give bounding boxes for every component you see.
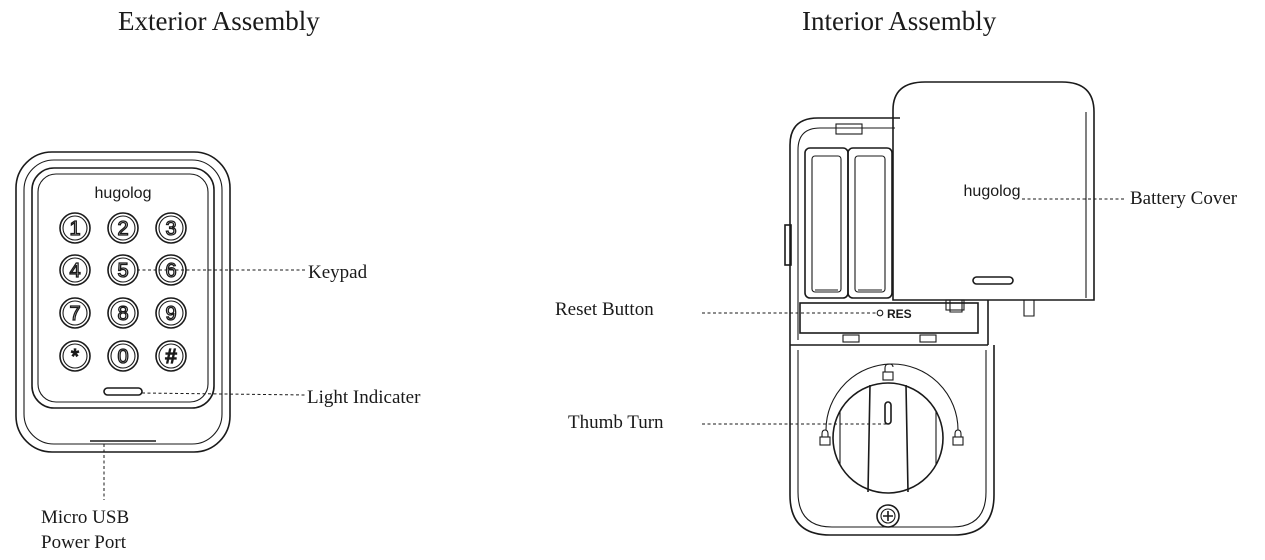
keypad-key-label: 2: [117, 218, 128, 240]
keypad-key[interactable]: 8: [107, 297, 139, 329]
unlock-icon: [882, 363, 894, 381]
exterior-assembly-title: Exterior Assembly: [118, 6, 320, 36]
interior-assembly-title: Interior Assembly: [802, 6, 997, 36]
keypad-key[interactable]: 2: [107, 212, 139, 244]
lock-left-icon: [819, 429, 831, 446]
keypad-key[interactable]: *: [59, 340, 91, 372]
keypad-key-label: 9: [165, 303, 176, 325]
battery-housing-outline: [789, 117, 900, 345]
reset-button[interactable]: [876, 309, 884, 317]
reset-button-label: Reset Button: [555, 299, 654, 320]
side-tab: [784, 224, 792, 266]
cover-release-slot: [972, 276, 1014, 285]
thumb-turn-arc: [825, 363, 959, 431]
thumb-turn-dial[interactable]: [832, 382, 944, 494]
divider-tab-left: [842, 334, 860, 343]
light-indicator-leader-line: [141, 392, 307, 396]
battery-cover[interactable]: [892, 81, 1095, 301]
light-indicator-label: Light Indicater: [307, 387, 421, 408]
keypad-key[interactable]: 5: [107, 254, 139, 286]
keypad-key[interactable]: 1: [59, 212, 91, 244]
keypad-label: Keypad: [308, 262, 368, 283]
thumb-turn-label: Thumb Turn: [568, 412, 664, 433]
exterior-outer-housing: [15, 151, 231, 453]
keypad-face-panel: [31, 167, 215, 409]
keypad-key-label: 7: [69, 303, 80, 325]
reset-marking: RES: [887, 307, 912, 321]
keypad-key-label: 0: [117, 346, 128, 368]
thumb-turn-indicator: [884, 401, 892, 425]
keypad-key-label: 3: [165, 218, 176, 240]
battery-housing-inner-wall: [797, 127, 895, 340]
battery-cover-label: Battery Cover: [1130, 188, 1238, 209]
battery-cell-right-inner: [854, 155, 886, 293]
keypad-brand-logo: hugolog: [95, 185, 152, 202]
reset-strip: [799, 302, 979, 334]
exterior-housing-bevel: [23, 159, 223, 445]
keypad-key[interactable]: 9: [155, 297, 187, 329]
exterior-keypad-unit: hugolog 1 2 3 4 5 6 7 8 9 * 0 #: [15, 151, 231, 453]
keypad-key[interactable]: 7: [59, 297, 91, 329]
keypad-key[interactable]: 0: [107, 340, 139, 372]
cover-latch-left: [949, 300, 963, 313]
keypad-face-inner: [37, 173, 209, 403]
battery-clip: [835, 123, 863, 135]
keypad-key-label: *: [71, 346, 79, 368]
battery-cell-left-inner: [811, 155, 842, 293]
interior-lower-body-bevel: [797, 350, 987, 528]
keypad-key-label: #: [165, 346, 177, 368]
interior-lower-body: [789, 345, 995, 536]
usb-port-label-line1: Micro USB: [41, 507, 130, 528]
keypad-key-label: 5: [117, 260, 128, 282]
keypad-key-label: 1: [69, 218, 80, 240]
keypad-key-label: 8: [117, 303, 128, 325]
light-indicator: [103, 387, 143, 396]
cover-brand-logo: hugolog: [964, 183, 1021, 200]
battery-cell-right: [847, 147, 893, 299]
cover-hinge-tab: [945, 299, 965, 311]
screw-icon: [876, 504, 900, 528]
divider-tab-right: [919, 334, 937, 343]
usb-port-label-line2: Power Port: [41, 532, 126, 553]
interior-unit: RES: [784, 81, 1095, 536]
cover-latch-right: [1023, 300, 1035, 317]
keypad-key-grid: 1 2 3 4 5 6 7 8 9 * 0 #: [59, 212, 187, 372]
keypad-key-label: 4: [69, 260, 80, 282]
keypad-key[interactable]: 4: [59, 254, 91, 286]
keypad-key[interactable]: #: [155, 340, 187, 372]
keypad-key[interactable]: 3: [155, 212, 187, 244]
lock-right-icon: [952, 429, 964, 446]
keypad-key-label: 6: [165, 260, 176, 282]
thumb-turn-grip-edges: [867, 384, 909, 493]
thumb-turn-grip-ridges: [839, 412, 937, 464]
